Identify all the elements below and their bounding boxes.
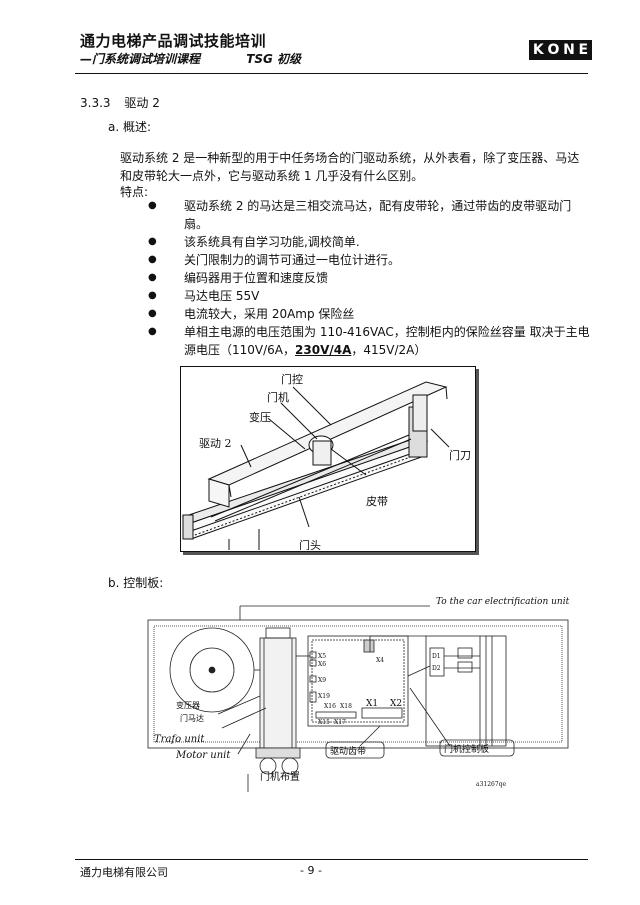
footer-company: 通力电梯有限公司 <box>80 866 168 879</box>
bullet-icon: ● <box>148 326 157 337</box>
header-divider <box>75 73 588 74</box>
label-transformer-cn: 变压器 <box>176 700 200 710</box>
label-door-control: 门控 <box>281 372 303 386</box>
label-to-car: To the car electrification unit <box>436 597 570 607</box>
door-drive-illustration: 门控 门机 变压 驱动 2 门刀 皮带 门头 <box>181 372 471 552</box>
features-label: 特点: <box>120 185 149 199</box>
label-belt: 皮带 <box>366 495 388 508</box>
list-item: ● 马达电压 55V <box>142 287 592 305</box>
label-x19: X19 <box>318 693 330 700</box>
overview-heading: a. 概述: <box>108 120 152 134</box>
label-drive2: 驱动 2 <box>199 437 232 450</box>
label-trafo-unit: Trafo unit <box>154 734 205 745</box>
control-board-heading: b. 控制板: <box>108 576 164 590</box>
feature-list: ● 驱动系统 2 的马达是三相交流马达，配有皮带轮，通过带齿的皮带驱动门扇。 ● 该… <box>142 197 592 359</box>
bullet-icon: ● <box>148 254 157 265</box>
section-number: 3.3.3 <box>80 96 111 110</box>
bullet-text: 马达电压 55V <box>184 289 260 303</box>
list-item: ● 电流较大，采用 20Amp 保险丝 <box>142 305 592 323</box>
label-motor-unit: Motor unit <box>175 750 231 761</box>
label-code: a31267qe <box>476 781 507 788</box>
label-d2: D2 <box>432 665 441 672</box>
label-x5: X5 <box>318 653 326 660</box>
overview-paragraph: 驱动系统 2 是一种新型的用于中任务场合的门驱动系统，从外表看，除了变压器、马达… <box>120 151 580 183</box>
label-x18: X18 <box>340 703 352 710</box>
bullet-text: 驱动系统 2 的马达是三相交流马达，配有皮带轮，通过带齿的皮带驱动门扇。 <box>184 199 572 231</box>
bullet-text-end: ，415V/2A） <box>351 343 427 357</box>
control-board-diagram: To the car electrification unit 变压器 门马达 … <box>147 597 570 792</box>
label-drive-belt: 驱动齿带 <box>330 746 366 757</box>
list-item: ● 编码器用于位置和速度反馈 <box>142 269 592 287</box>
label-x15: X15 <box>318 719 330 726</box>
bullet-icon: ● <box>148 290 157 301</box>
footer-divider <box>75 859 588 860</box>
course-level: TSG 初级 <box>246 52 302 66</box>
label-door-knife: 门刀 <box>449 448 471 462</box>
control-board-figure: To the car electrification unit 变压器 门马达 … <box>140 596 580 796</box>
bullet-icon: ● <box>148 308 157 319</box>
label-x17: X17 <box>334 719 346 726</box>
bullet-text-start: 单相主电源的电压范围为 110-416VAC，控制柜内的保险丝容量 取决于主电源… <box>184 325 590 357</box>
label-x16: X16 <box>324 703 336 710</box>
label-x4: X4 <box>376 657 384 664</box>
label-board: 门机控制板 <box>444 743 489 755</box>
bullet-text: 关门限制力的调节可通过一电位计进行。 <box>184 253 401 267</box>
list-item: ● 该系统具有自学习功能,调校简单. <box>142 233 592 251</box>
header-subtitle: —门系统调试培训课程 TSG 初级 <box>80 50 301 67</box>
bullet-emphasis: 230V/4A <box>295 343 352 357</box>
bullet-text: 电流较大，采用 20Amp 保险丝 <box>184 307 355 321</box>
section-heading: 3.3.3 驱动 2 <box>80 94 160 111</box>
label-x9: X9 <box>318 677 326 684</box>
course-name: —门系统调试培训课程 <box>80 52 201 66</box>
bullet-icon: ● <box>148 200 157 211</box>
bullet-icon: ● <box>148 272 157 283</box>
logo-letter: O <box>547 42 560 58</box>
logo-letter: E <box>578 42 589 58</box>
label-transformer: 变压 <box>249 410 271 424</box>
label-motor-cn: 门马达 <box>180 713 204 723</box>
list-item: ● 驱动系统 2 的马达是三相交流马达，配有皮带轮，通过带齿的皮带驱动门扇。 <box>142 197 592 233</box>
bullet-text: 编码器用于位置和速度反馈 <box>184 271 329 285</box>
logo-letter: N <box>563 42 575 58</box>
label-x1: X1 <box>366 699 378 709</box>
label-door-machine: 门机 <box>267 390 289 404</box>
label-x2: X2 <box>390 699 402 709</box>
list-item: ● 单相主电源的电压范围为 110-416VAC，控制柜内的保险丝容量 取决于主电… <box>142 323 592 359</box>
header-title: 通力电梯产品调试技能培训 <box>80 32 267 50</box>
label-x6: X6 <box>318 661 326 668</box>
kone-logo: K O N E <box>529 40 592 60</box>
label-d1: D1 <box>432 653 441 660</box>
bullet-text: 该系统具有自学习功能,调校简单. <box>184 235 360 249</box>
label-layout: 门机布置 <box>260 770 300 783</box>
logo-letter: K <box>532 42 544 58</box>
bullet-icon: ● <box>148 236 157 247</box>
page-number: - 9 - <box>300 864 322 877</box>
section-title: 驱动 2 <box>124 96 160 110</box>
door-drive-figure: 门控 门机 变压 驱动 2 门刀 皮带 门头 <box>180 366 476 552</box>
list-item: ● 关门限制力的调节可通过一电位计进行。 <box>142 251 592 269</box>
label-door-head: 门头 <box>299 538 321 550</box>
